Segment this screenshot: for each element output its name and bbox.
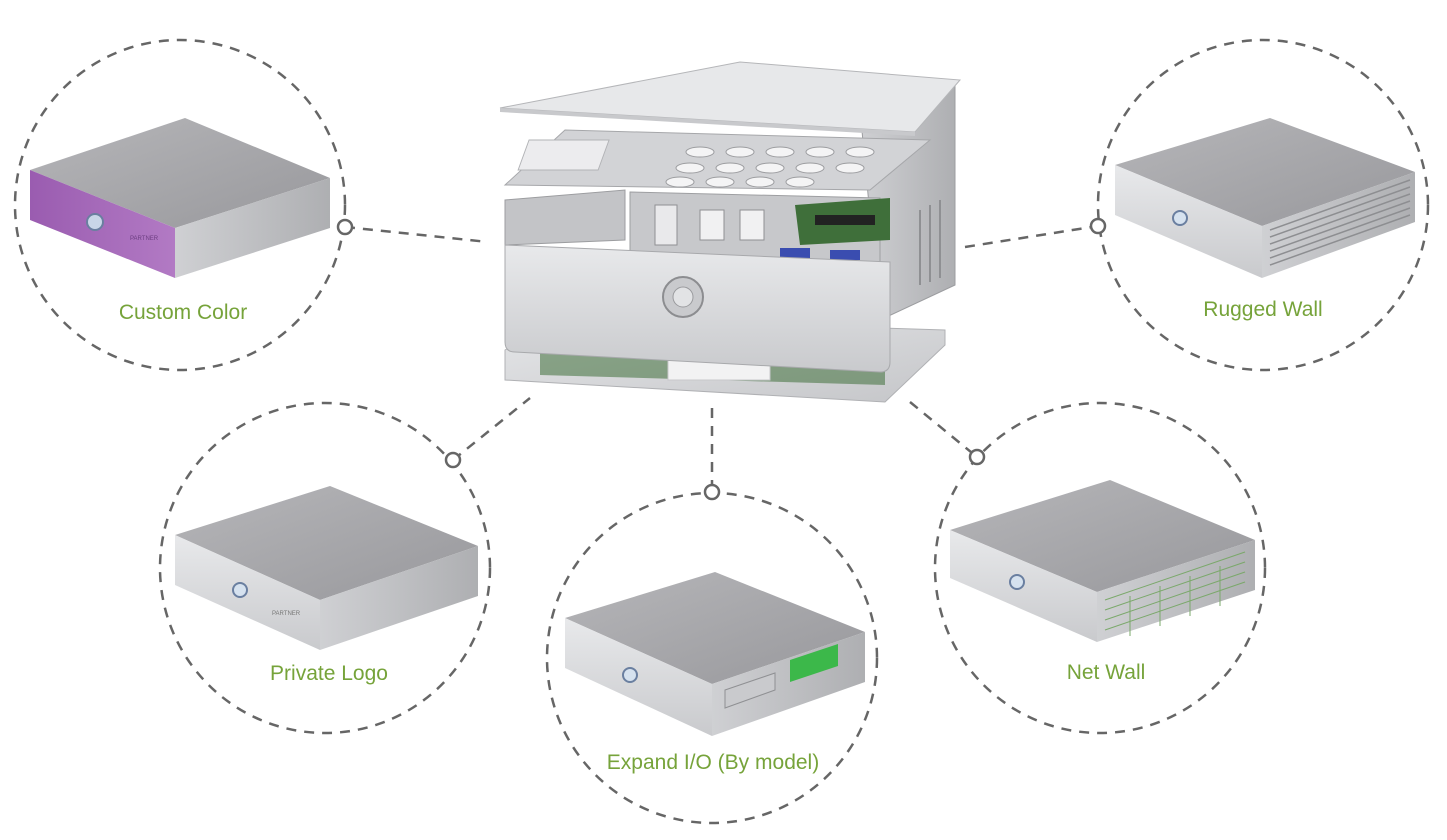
expand-io-label: Expand I/O (By model) (606, 751, 820, 774)
connector-custom-color (344, 225, 489, 244)
connector-lines (344, 224, 1099, 492)
private-logo-case-image: PARTNER (175, 486, 478, 650)
private-logo-label: Private Logo (270, 662, 388, 685)
connector-rugged-wall (964, 224, 1099, 249)
rugged-wall-case-image (1115, 118, 1415, 278)
exploded-enclosure-image (499, 61, 962, 403)
expand-io-case-image (565, 572, 865, 736)
svg-text:PARTNER: PARTNER (130, 236, 159, 242)
net-wall-case-image (950, 480, 1255, 642)
circle-rugged-wall (1096, 38, 1430, 372)
net-wall-label: Net Wall (1066, 661, 1146, 684)
dot-private-logo (444, 451, 462, 469)
circle-custom-color (13, 38, 347, 372)
dot-rugged-wall (1089, 217, 1107, 235)
dot-expand-io (703, 483, 721, 501)
circle-private-logo (158, 401, 492, 735)
connector-private-logo (452, 397, 531, 461)
rugged-wall-label: Rugged Wall (1203, 298, 1323, 321)
dot-net-wall (968, 448, 986, 466)
connector-net-wall (909, 401, 978, 458)
circle-net-wall (933, 401, 1267, 735)
connector-dots (336, 217, 1107, 501)
dot-custom-color (336, 218, 354, 236)
custom-color-label: Custom Color (118, 301, 248, 324)
svg-text:PARTNER: PARTNER (272, 611, 301, 617)
custom-color-case-image: PARTNER (30, 118, 330, 278)
